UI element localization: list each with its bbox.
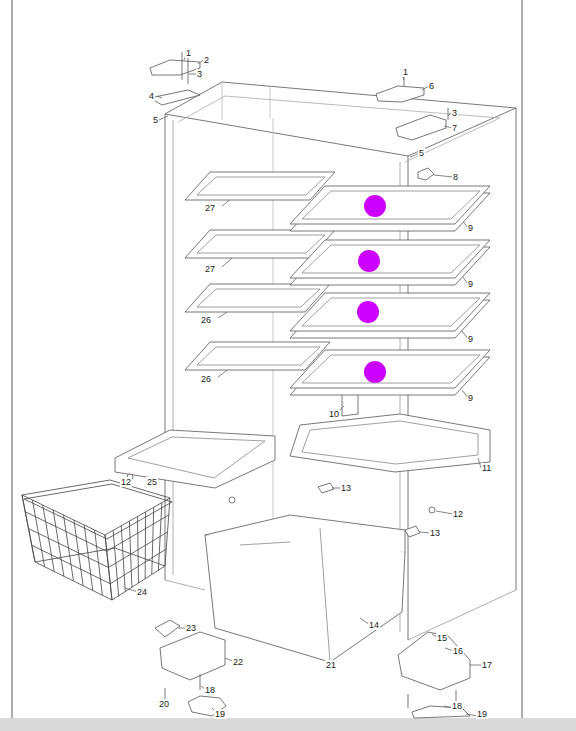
shelf	[290, 350, 490, 395]
wire-basket	[22, 480, 172, 600]
marker-dot	[357, 301, 379, 323]
shelf	[290, 240, 490, 285]
callout-number: 9	[467, 393, 474, 403]
callout-number: 17	[481, 660, 493, 670]
marker-dot	[364, 195, 386, 217]
callout-number: 18	[204, 685, 216, 695]
callout-number: 19	[214, 709, 226, 719]
callout-number: 22	[232, 657, 244, 667]
frame-line	[522, 0, 523, 718]
callout-number: 7	[451, 123, 458, 133]
callout-number: 12	[452, 509, 464, 519]
crisper-cover	[290, 414, 490, 472]
callout-number: 3	[196, 69, 203, 79]
shelf	[185, 342, 330, 370]
shelf	[290, 293, 490, 338]
callout-number: 3	[451, 108, 458, 118]
callout-number: 12	[120, 477, 132, 487]
callout-number: 16	[452, 646, 464, 656]
brackets-clips	[318, 392, 435, 537]
callout-number: 5	[418, 148, 425, 158]
callout-number: 14	[368, 620, 380, 630]
callout-number: 21	[325, 660, 337, 670]
callout-number: 23	[185, 623, 197, 633]
callout-number: 24	[136, 587, 148, 597]
marker-dot	[364, 361, 386, 383]
callout-number: 8	[452, 172, 459, 182]
callout-number: 27	[204, 203, 216, 213]
callout-number: 15	[436, 633, 448, 643]
bottom-bar	[0, 718, 576, 731]
callout-number: 18	[451, 701, 463, 711]
marker-dot	[358, 250, 380, 272]
lower-hinges	[155, 620, 470, 718]
callout-number: 4	[148, 91, 155, 101]
callout-number: 1	[185, 48, 192, 58]
callout-number: 27	[204, 264, 216, 274]
callout-number: 13	[429, 528, 441, 538]
callout-number: 11	[481, 463, 492, 473]
callout-number: 10	[328, 409, 340, 419]
shelf	[290, 186, 490, 231]
shelf	[185, 284, 330, 312]
callout-number: 26	[200, 374, 212, 384]
callout-number: 9	[467, 279, 474, 289]
drawer	[205, 515, 405, 662]
hinge-parts	[150, 52, 448, 180]
callout-number: 26	[200, 315, 212, 325]
callout-number: 2	[203, 55, 210, 65]
callout-number: 25	[146, 477, 158, 487]
callout-number: 6	[428, 81, 435, 91]
callout-number: 13	[340, 483, 352, 493]
callout-number: 1	[402, 67, 409, 77]
callout-number: 19	[476, 709, 488, 719]
callout-number: 20	[158, 699, 170, 709]
frame-line	[12, 0, 13, 718]
callout-number: 5	[152, 115, 159, 125]
shelf	[185, 172, 335, 200]
callout-number: 9	[467, 223, 474, 233]
callout-number: 9	[467, 334, 474, 344]
